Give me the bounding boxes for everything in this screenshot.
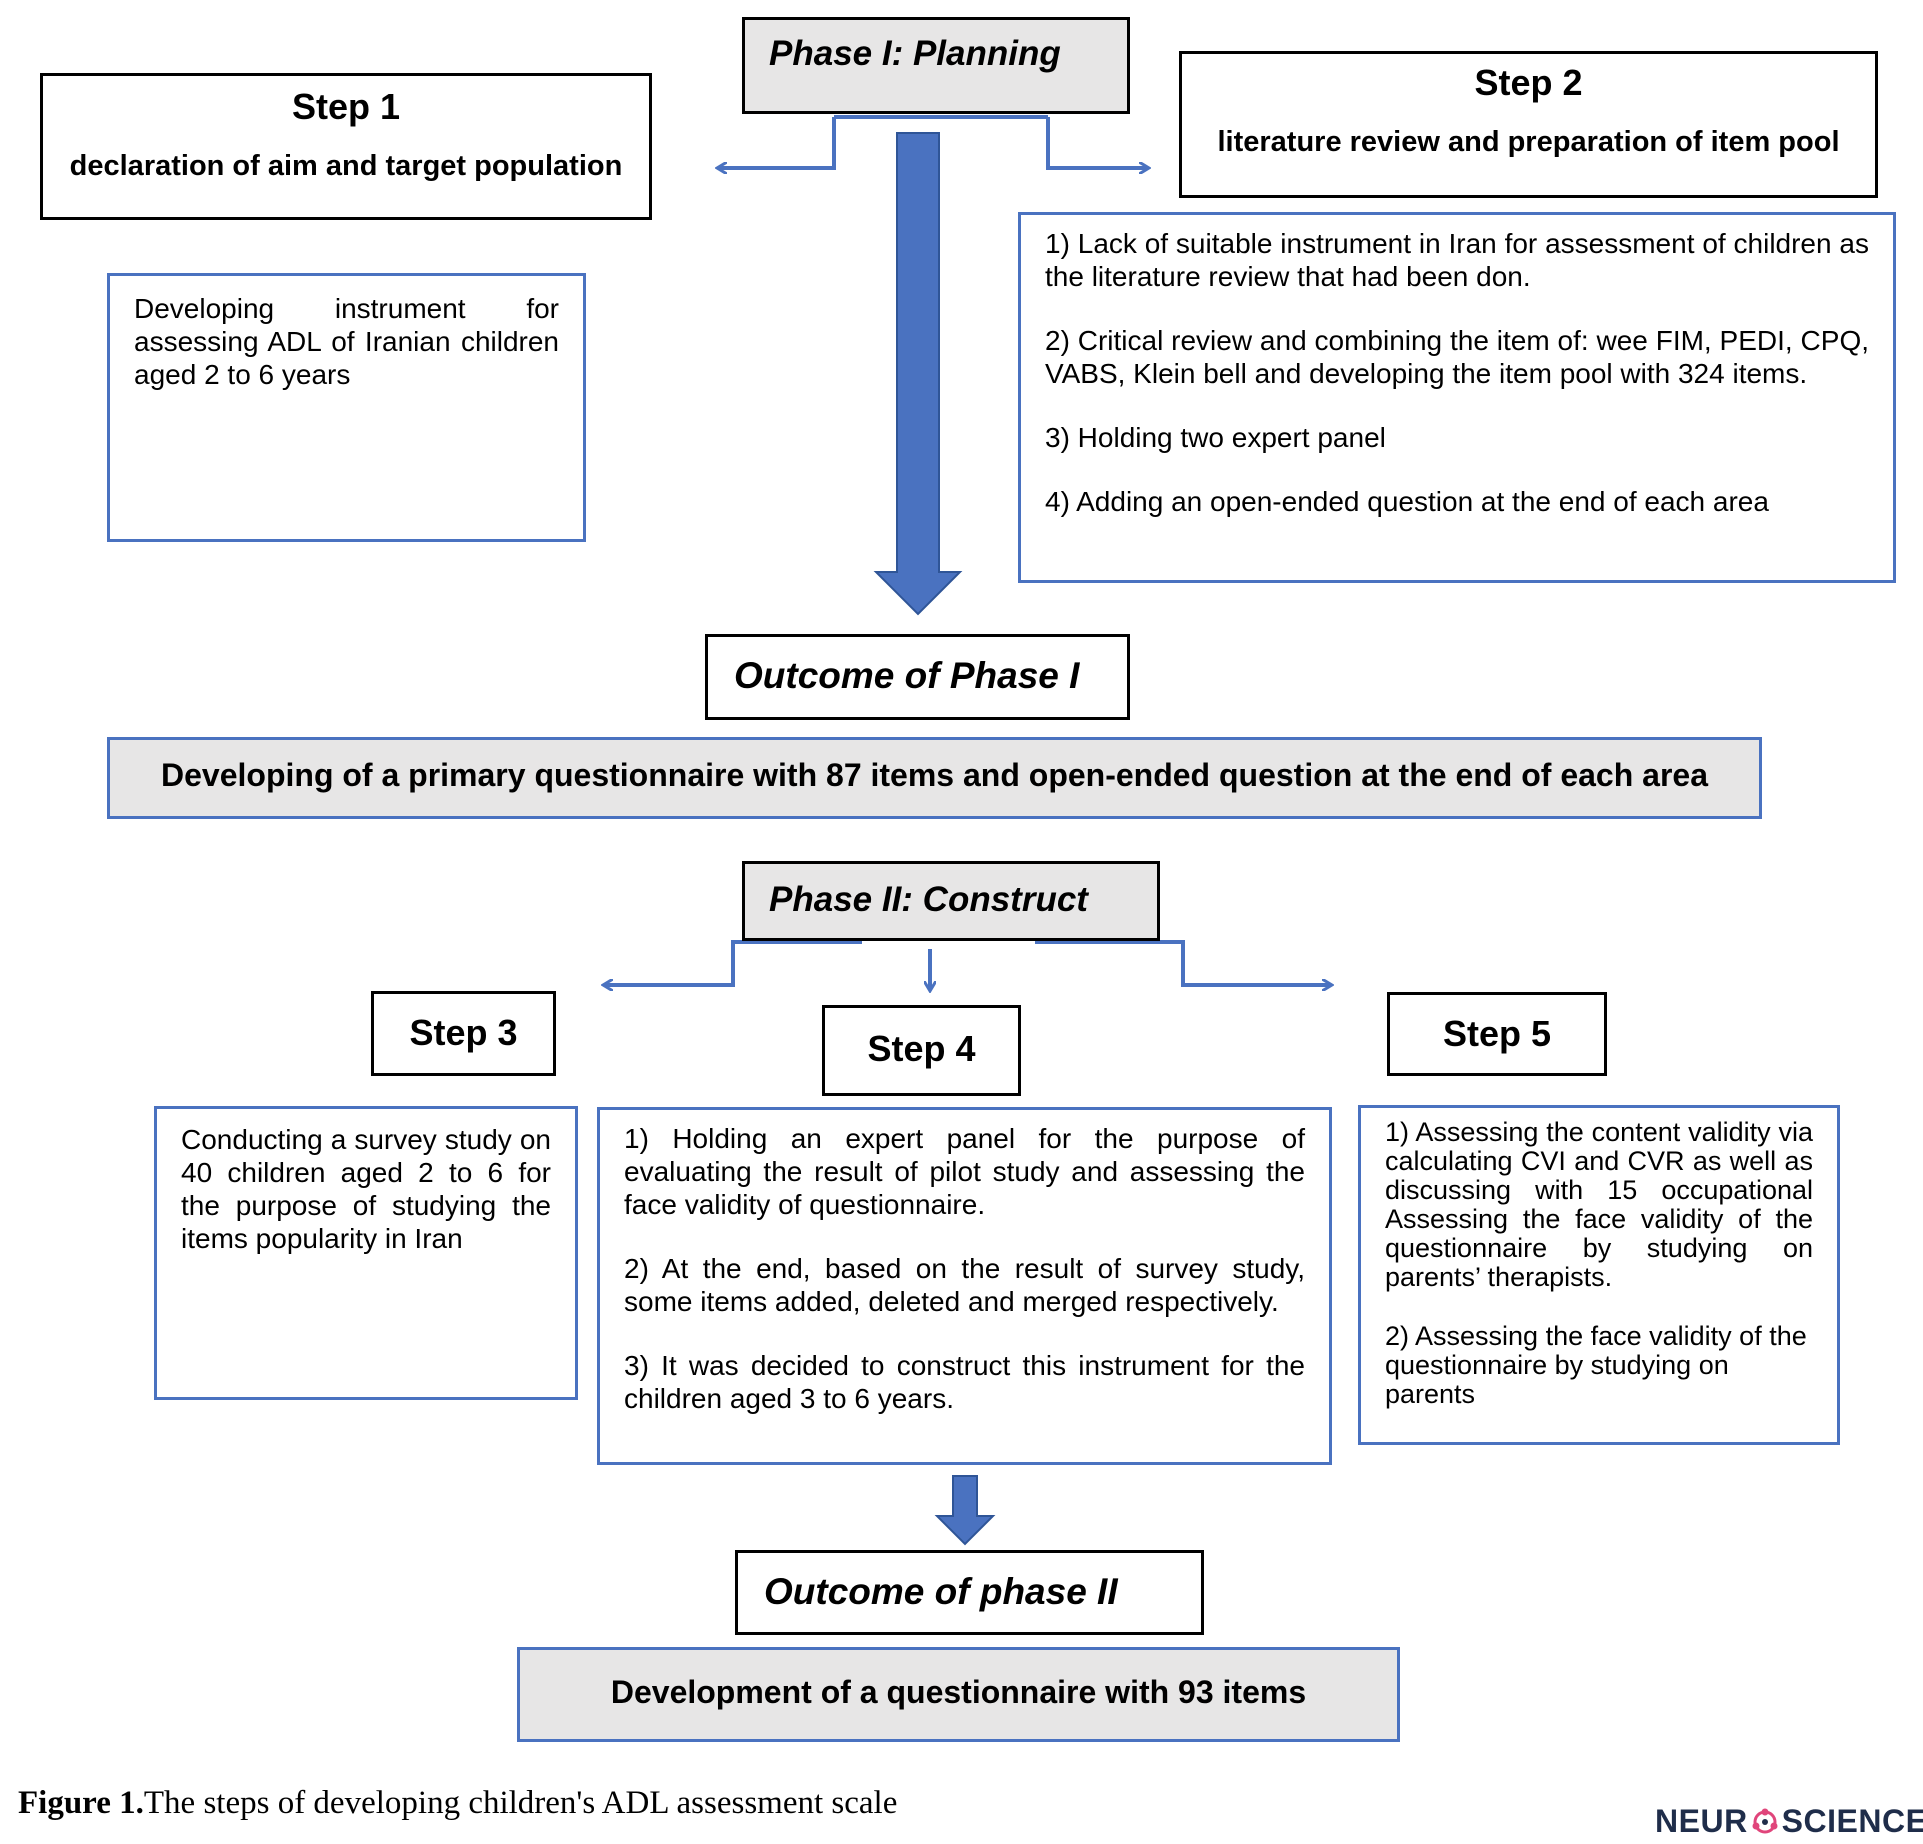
neuroscience-logo: NEUR SCIENCE	[1655, 1803, 1923, 1840]
phase2-outcome-box: Outcome of phase II	[735, 1550, 1204, 1635]
step5-detail-item: 1) Assessing the content validity via ca…	[1385, 1117, 1813, 1292]
step2-box: Step 2 literature review and preparation…	[1179, 51, 1878, 198]
step4-detail-item: 2) At the end, based on the result of su…	[624, 1253, 1305, 1317]
connector-to-step5	[1035, 940, 1331, 985]
phase1-outcome-title: Outcome of Phase I	[734, 655, 1080, 696]
step5-detail-item: 2) Assessing the face validity of the qu…	[1385, 1321, 1807, 1409]
step4-title: Step 4	[867, 1028, 976, 1069]
step2-detail-item: 4) Adding an open-ended question at the …	[1045, 486, 1769, 517]
step3-box: Step 3	[371, 991, 556, 1076]
phase2-outcome-title: Outcome of phase II	[764, 1571, 1118, 1612]
big-down-arrow-phase1	[873, 132, 963, 616]
step1-detail: Developing instrument for assessing ADL …	[134, 293, 559, 390]
logo-text-left: NEUR	[1655, 1803, 1748, 1839]
step2-detail-item: 2) Critical review and combining the ite…	[1045, 325, 1869, 389]
phase2-title-box: Phase II: Construct	[742, 861, 1160, 941]
logo-text-right: SCIENCE	[1781, 1803, 1923, 1839]
step4-box: Step 4	[822, 1005, 1021, 1096]
connector-to-step3	[604, 940, 862, 985]
phase2-summary-box: Development of a questionnaire with 93 i…	[517, 1647, 1400, 1742]
step2-detail-box: 1) Lack of suitable instrument in Iran f…	[1018, 212, 1896, 583]
step1-subtitle: declaration of aim and target population	[69, 150, 623, 182]
figure-caption: Figure 1.The steps of developing childre…	[18, 1785, 897, 1822]
step2-detail-item: 3) Holding two expert panel	[1045, 422, 1386, 453]
connector-to-step2	[1046, 117, 1148, 168]
step4-detail-item: 3) It was decided to construct this inst…	[624, 1350, 1305, 1414]
connector-to-step1	[718, 117, 836, 168]
step1-box: Step 1 declaration of aim and target pop…	[40, 73, 652, 220]
step5-title: Step 5	[1442, 1013, 1552, 1054]
step3-title: Step 3	[409, 1012, 518, 1053]
step1-title: Step 1	[291, 86, 401, 127]
phase1-outcome-box: Outcome of Phase I	[705, 634, 1130, 720]
step2-title: Step 2	[1474, 62, 1583, 103]
step3-detail-box: Conducting a survey study on 40 children…	[154, 1106, 578, 1400]
step4-detail-item: 1) Holding an expert panel for the purpo…	[624, 1123, 1305, 1220]
molecule-icon	[1752, 1808, 1778, 1833]
phase1-summary-text: Developing of a primary questionnaire wi…	[161, 757, 1708, 793]
phase2-title: Phase II: Construct	[769, 880, 1088, 919]
phase2-summary-text: Development of a questionnaire with 93 i…	[610, 1674, 1307, 1710]
figure-caption-text: The steps of developing children's ADL a…	[143, 1785, 898, 1821]
step3-detail: Conducting a survey study on 40 children…	[181, 1124, 551, 1254]
phase1-summary-box: Developing of a primary questionnaire wi…	[107, 737, 1762, 819]
step4-detail-box: 1) Holding an expert panel for the purpo…	[597, 1107, 1332, 1465]
phase1-title-box: Phase I: Planning	[742, 17, 1130, 114]
step2-subtitle: literature review and preparation of ite…	[1217, 126, 1840, 158]
down-arrow-phase2	[934, 1475, 996, 1546]
step5-detail-box: 1) Assessing the content validity via ca…	[1358, 1105, 1840, 1445]
step1-detail-box: Developing instrument for assessing ADL …	[107, 273, 586, 542]
figure-label: Figure 1.	[18, 1785, 144, 1821]
step5-box: Step 5	[1387, 992, 1607, 1076]
step2-detail-item: 1) Lack of suitable instrument in Iran f…	[1045, 228, 1869, 292]
phase1-title: Phase I: Planning	[769, 34, 1061, 73]
